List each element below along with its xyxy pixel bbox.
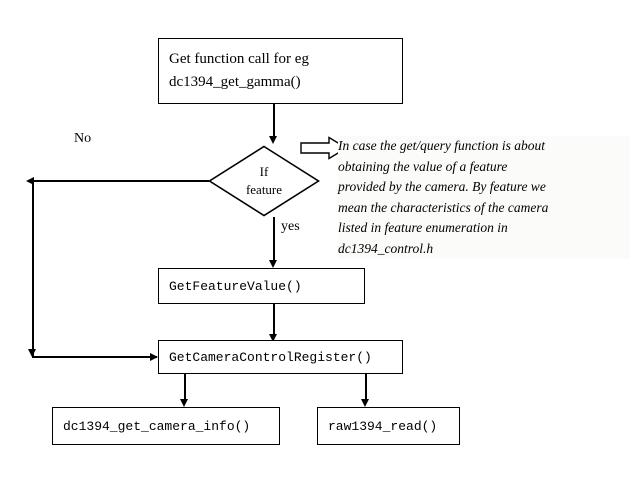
node-raw1394-read-label: raw1394_read() xyxy=(328,418,438,434)
edge-start-to-decision xyxy=(273,104,275,137)
diamond-shape-icon xyxy=(208,145,320,217)
arrowhead-start-to-decision xyxy=(269,136,277,144)
edge-register-to-raw-read xyxy=(365,374,367,401)
arrowhead-no-left xyxy=(26,176,34,185)
node-get-function-call[interactable]: Get function call for eg dc1394_get_gamm… xyxy=(158,38,403,104)
node-get-feature-value[interactable]: GetFeatureValue() xyxy=(158,268,365,304)
edge-yes-vertical xyxy=(273,217,275,262)
edge-no-horizontal-bottom xyxy=(32,356,157,358)
node-get-feature-value-label: GetFeatureValue() xyxy=(169,278,302,294)
edge-label-no: No xyxy=(74,131,92,146)
annotation-line-6: dc1394_control.h xyxy=(338,240,434,256)
edge-label-yes: yes xyxy=(281,219,300,234)
node-get-camera-control-register-label: GetCameraControlRegister() xyxy=(169,349,372,365)
arrowhead-feature-value-to-register xyxy=(269,334,277,342)
arrowhead-no-corner xyxy=(28,349,36,357)
annotation-line-2: obtaining the value of a feature xyxy=(338,158,508,174)
annotation-line-3: provided by the camera. By feature we xyxy=(338,179,546,195)
node-get-function-call-line-2: dc1394_get_gamma() xyxy=(169,74,301,90)
arrowhead-no-into-register xyxy=(150,352,158,361)
node-dc1394-get-camera-info[interactable]: dc1394_get_camera_info() xyxy=(52,407,280,445)
arrowhead-register-to-camera-info xyxy=(180,399,188,407)
node-get-camera-control-register[interactable]: GetCameraControlRegister() xyxy=(158,340,403,374)
annotation-line-5: listed in feature enumeration in xyxy=(338,220,508,236)
node-get-function-call-line-1: Get function call for eg xyxy=(169,50,309,67)
annotation-line-1: In case the get/query function is about xyxy=(338,138,545,153)
node-dc1394-get-camera-info-label: dc1394_get_camera_info() xyxy=(63,418,251,434)
edge-feature-value-to-register xyxy=(273,304,275,336)
arrowhead-register-to-raw-read xyxy=(361,399,369,407)
edge-no-vertical xyxy=(32,180,34,357)
block-arrow-right-icon xyxy=(300,136,348,160)
edge-register-to-camera-info xyxy=(184,374,186,401)
annotation-line-4: mean the characteristics of the camera xyxy=(338,199,549,215)
node-raw1394-read[interactable]: raw1394_read() xyxy=(317,407,460,445)
edge-no-horizontal-top xyxy=(33,180,209,182)
annotation-text: In case the get/query function is about … xyxy=(338,136,630,260)
arrowhead-yes-to-feature-value xyxy=(269,260,277,268)
